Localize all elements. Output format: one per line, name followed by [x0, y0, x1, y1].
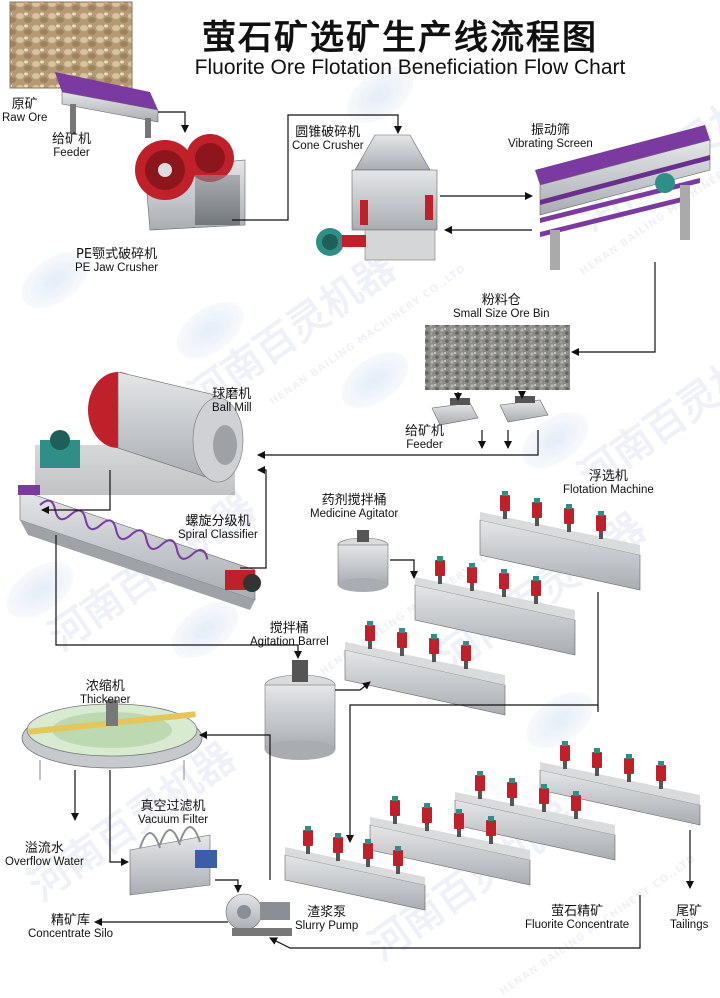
- flotation-bank-3: [344, 621, 506, 716]
- title-english: Fluorite Ore Flotation Beneficiation Flo…: [194, 56, 626, 79]
- thickener-tank: [21, 700, 203, 780]
- title-chinese: 萤石矿选矿生产线流程图: [202, 18, 598, 58]
- slurry-pump-machine: [225, 893, 292, 936]
- ore-bin-gravel: [425, 325, 570, 390]
- flotation-bank-1: [479, 491, 641, 591]
- flow-arrows: [41, 111, 694, 949]
- flotation-bank-2: [414, 556, 576, 656]
- flotation-bank-7: [284, 826, 426, 911]
- jaw-crusher-machine: [135, 134, 246, 231]
- feeder-1-machine: [55, 72, 159, 138]
- spiral-classifier-machine: [18, 485, 261, 610]
- bailing-logo-watermark: [6, 66, 594, 749]
- vibrating-screen-machine: [535, 125, 711, 270]
- raw-ore-image: [9, 1, 133, 89]
- feeder-2-machine: [431, 396, 549, 426]
- flow-chart-canvas: [6, 1, 711, 949]
- cone-crusher-machine: [316, 134, 438, 261]
- ball-mill-machine: [35, 371, 244, 495]
- medicine-agitator-tank: [337, 530, 389, 592]
- agitation-barrel-tank: [264, 660, 336, 760]
- flotation-bank-4: [539, 741, 701, 826]
- vacuum-filter-machine: [129, 826, 217, 896]
